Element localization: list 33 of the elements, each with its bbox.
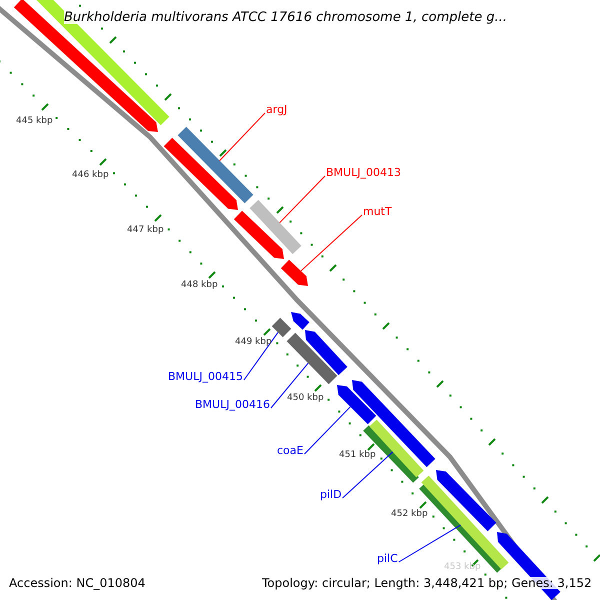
scale-label: 446 kbp	[72, 171, 109, 180]
gene-feature	[272, 318, 292, 338]
gene-feature	[178, 126, 254, 204]
gene-label: pilC	[377, 553, 398, 564]
leader-line	[243, 332, 278, 380]
gene-feature	[250, 200, 302, 254]
gene-feature	[286, 332, 338, 384]
gene-label: BMULJ_00416	[195, 399, 270, 410]
scale-label: 450 kbp	[287, 394, 324, 403]
title: Burkholderia multivorans ATCC 17616 chromosome 1, complete g...	[64, 11, 507, 24]
gene-feature	[337, 385, 376, 424]
leader-line	[342, 451, 394, 498]
scale-label: 452 kbp	[391, 510, 428, 519]
leader-line	[304, 406, 351, 454]
gene-feature	[280, 260, 308, 286]
scale-label: 449 kbp	[235, 338, 272, 347]
scale-label: 448 kbp	[181, 281, 218, 290]
gene-label: BMULJ_00415	[168, 371, 243, 382]
leader-line	[219, 112, 266, 162]
gene-label: coaE	[277, 445, 304, 456]
scale-label: 451 kbp	[339, 451, 376, 460]
footer-text: Accession: NC_010804	[9, 577, 146, 589]
gene-label: BMULJ_00413	[326, 167, 401, 178]
leader-line	[300, 214, 362, 272]
scale-label: 445 kbp	[16, 117, 53, 126]
gene-label: argJ	[266, 104, 288, 115]
leader-line	[398, 524, 462, 562]
scale-label: 447 kbp	[127, 226, 164, 235]
gene-label: mutT	[363, 206, 392, 217]
leader-line	[279, 176, 326, 224]
leader-line	[270, 362, 309, 408]
gene-label: pilD	[320, 489, 342, 500]
footer-text: Topology: circular; Length: 3,448,421 bp; Genes: 3,152	[262, 577, 592, 589]
